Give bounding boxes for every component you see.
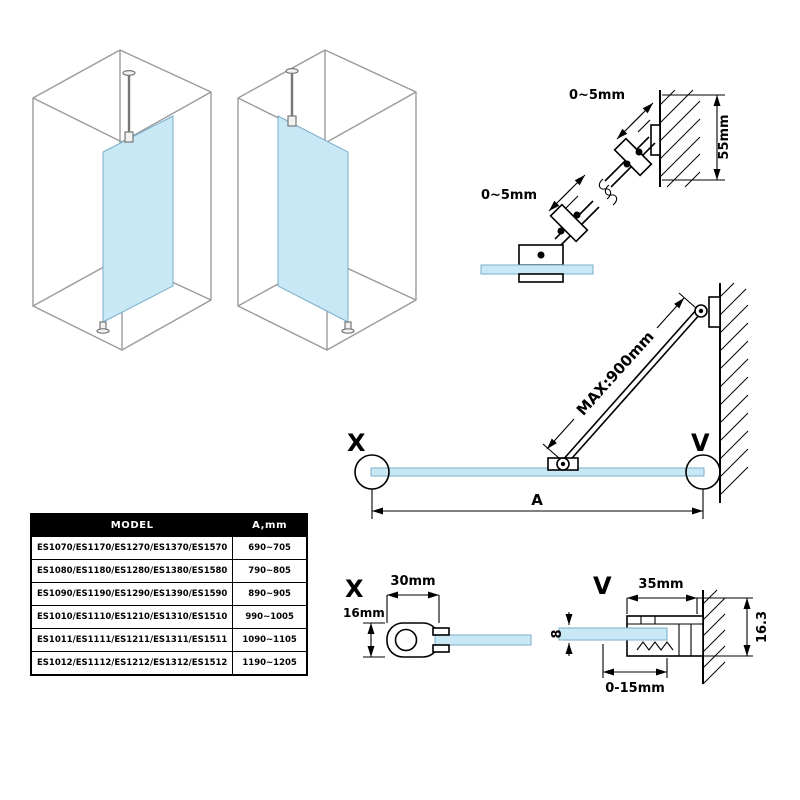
glass-edge bbox=[480, 264, 594, 275]
detail-x-profile: X 30mm 16mm bbox=[343, 574, 532, 658]
ceiling-support-rod bbox=[122, 70, 136, 143]
glass-edge bbox=[434, 634, 532, 646]
support-bar bbox=[547, 296, 721, 471]
dim-max-label: MAX:900mm bbox=[573, 328, 658, 419]
model-cell: ES1070/ES1170/ES1270/ES1370/ES1570 bbox=[30, 536, 234, 560]
glass-panel-plan bbox=[370, 467, 705, 477]
screw bbox=[537, 251, 545, 259]
wall-hatching bbox=[702, 589, 726, 685]
dim-a: A bbox=[371, 489, 704, 519]
dim-gap-bottom-label: 0~5mm bbox=[481, 188, 537, 203]
col-header-a: A,mm bbox=[232, 513, 308, 537]
wall-hatching bbox=[659, 89, 701, 188]
wall-bracket-detail: 55mm 0~5mm 0~5mm bbox=[480, 88, 732, 283]
panel-foot bbox=[341, 321, 355, 334]
glass-edge bbox=[558, 627, 668, 641]
screw bbox=[635, 148, 643, 156]
detail-v-profile: V 35mm 8 0-15mm bbox=[550, 572, 770, 696]
dim-glass-thickness-label: 8 bbox=[550, 629, 565, 638]
detail-v-label: V bbox=[593, 572, 612, 600]
upper-bracket bbox=[613, 137, 653, 177]
dim-30mm-label: 30mm bbox=[390, 574, 435, 589]
model-cell: ES1010/ES1110/ES1210/ES1310/ES1510 bbox=[30, 605, 234, 629]
table-header-row: MODEL A,mm bbox=[30, 513, 308, 537]
dim-a-label: A bbox=[531, 491, 543, 509]
end-clamp-profile bbox=[386, 622, 532, 658]
model-table: MODEL A,mm ES1070/ES1170/ES1270/ES1370/E… bbox=[30, 513, 308, 676]
dim-gap-top: 0~5mm bbox=[569, 88, 654, 140]
detail-x-label: X bbox=[345, 575, 364, 603]
dim-55mm: 55mm bbox=[662, 94, 732, 181]
break-symbol bbox=[598, 178, 612, 200]
panel-foot bbox=[96, 321, 110, 334]
shower-isometric-left bbox=[32, 49, 212, 351]
model-cell: ES1011/ES1111/ES1211/ES1311/ES1511 bbox=[30, 628, 234, 652]
glass-clamp bbox=[480, 244, 594, 283]
detail-marker-x: X bbox=[347, 429, 390, 490]
dim-55mm-label: 55mm bbox=[717, 114, 732, 159]
dim-glass-thickness: 8 bbox=[550, 612, 573, 656]
model-cell: ES1080/ES1180/ES1280/ES1380/ES1580 bbox=[30, 559, 234, 583]
wall-hatching bbox=[719, 282, 749, 503]
clamp-jaw-top bbox=[432, 627, 450, 636]
table-row: ES1010/ES1110/ES1210/ES1310/ES1510 990~1… bbox=[30, 605, 308, 629]
table-row: ES1012/ES1112/ES1212/ES1312/ES1512 1190~… bbox=[30, 651, 308, 676]
a-cell: 1090~1105 bbox=[232, 628, 308, 652]
screw bbox=[573, 211, 581, 219]
support-bar-diagram: MAX:900mm X V A bbox=[347, 282, 749, 519]
dim-insert-range: 0-15mm bbox=[602, 644, 668, 696]
table-row: ES1070/ES1170/ES1270/ES1370/ES1570 690~7… bbox=[30, 536, 308, 560]
dim-35mm: 35mm bbox=[626, 577, 698, 614]
table-row: ES1090/ES1190/ES1290/ES1390/ES1590 890~9… bbox=[30, 582, 308, 606]
model-cell: ES1090/ES1190/ES1290/ES1390/ES1590 bbox=[30, 582, 234, 606]
a-cell: 990~1005 bbox=[232, 605, 308, 629]
a-cell: 690~705 bbox=[232, 536, 308, 560]
dim-30mm: 30mm bbox=[386, 574, 440, 623]
marker-x-label: X bbox=[347, 429, 366, 457]
dim-profile-depth-label: 16.3 bbox=[755, 611, 770, 643]
screw bbox=[623, 160, 631, 168]
dim-max-900: MAX:900mm bbox=[542, 292, 697, 460]
spring-clip bbox=[636, 641, 674, 651]
table-row: ES1080/ES1180/ES1280/ES1380/ES1580 790~8… bbox=[30, 559, 308, 583]
glass-panel bbox=[102, 115, 174, 323]
screw bbox=[557, 227, 565, 235]
dim-16mm-label: 16mm bbox=[343, 606, 385, 620]
clamp-jaw-bottom bbox=[432, 644, 450, 653]
a-cell: 890~905 bbox=[232, 582, 308, 606]
wall-profile bbox=[558, 615, 704, 657]
round-bar-section bbox=[394, 628, 418, 652]
a-cell: 1190~1205 bbox=[232, 651, 308, 676]
detail-marker-v: V bbox=[685, 429, 721, 490]
table-row: ES1011/ES1111/ES1211/ES1311/ES1511 1090~… bbox=[30, 628, 308, 652]
dim-gap-top-label: 0~5mm bbox=[569, 88, 625, 103]
wall-mount-plate bbox=[708, 296, 721, 328]
model-cell: ES1012/ES1112/ES1212/ES1312/ES1512 bbox=[30, 651, 234, 676]
dim-16mm: 16mm bbox=[343, 606, 385, 658]
marker-v-label: V bbox=[691, 429, 710, 457]
a-cell: 790~805 bbox=[232, 559, 308, 583]
ceiling-support-rod bbox=[285, 68, 299, 127]
dim-gap-bottom: 0~5mm bbox=[481, 174, 586, 212]
dim-35mm-label: 35mm bbox=[638, 577, 683, 592]
dim-profile-depth: 16.3 bbox=[697, 597, 770, 657]
dim-insert-range-label: 0-15mm bbox=[605, 681, 665, 696]
shower-isometric-right bbox=[237, 49, 417, 351]
col-header-model: MODEL bbox=[30, 513, 234, 537]
break-symbol bbox=[604, 184, 618, 206]
